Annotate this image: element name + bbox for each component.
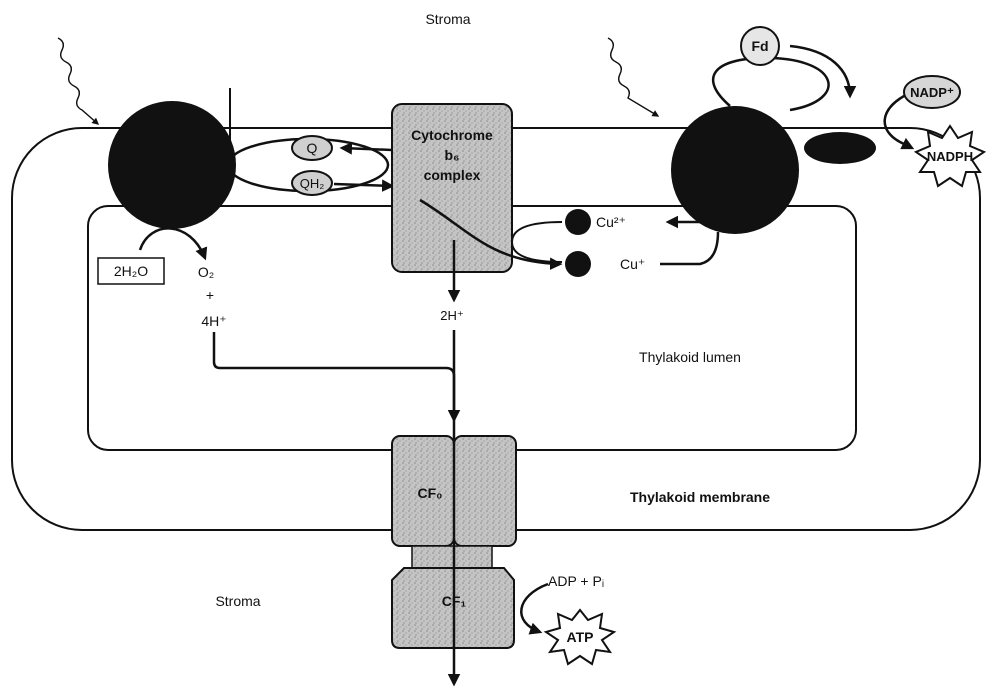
stroma-top-label: Stroma [425,11,470,27]
cytochrome-label-3: complex [424,167,481,183]
photosystem-ii [108,101,236,229]
cu-loop-left [512,222,562,262]
q-label: Q [307,140,318,156]
protons-ps2-path [214,332,454,420]
cu1-to-ps1-path [660,232,718,264]
oxygen-label: O₂ [198,264,214,280]
fd-loop [713,58,828,110]
water-split-arrow [140,228,205,258]
thylakoid-lumen-label: Thylakoid lumen [639,349,741,365]
photosystem-i [671,106,799,234]
qh2-label: QH₂ [300,176,325,191]
thylakoid-membrane-label: Thylakoid membrane [630,489,770,505]
atp-label: ATP [567,629,594,645]
protons-ps2-label: 4H⁺ [201,313,226,329]
nadp-to-nadph-arrow [885,96,912,148]
plastocyanin-oxidized [565,209,591,235]
cytochrome-label-2: b₆ [445,147,460,163]
fnr-enzyme [804,132,876,164]
adp-to-atp-arrow [521,584,548,632]
protons-cyt-label: 2H⁺ [440,308,463,323]
nadp-label: NADP⁺ [910,85,954,100]
cf0-label: CF₀ [418,485,443,501]
water-label: 2H₂O [114,263,148,279]
nadph-label: NADPH [927,149,973,164]
plus-label: + [206,287,214,303]
cf0-right [454,436,516,546]
fd-label: Fd [751,38,768,54]
q-to-cyt-arrow [342,148,392,150]
plastocyanin-reduced [565,251,591,277]
cytochrome-label-1: Cytochrome [411,127,493,143]
qh2-to-cyt-arrow [334,184,392,186]
light-wave-left-icon [58,38,98,124]
light-wave-right-icon [608,38,658,116]
stroma-bottom-label: Stroma [215,593,260,609]
atp-synthase-stalk [412,546,492,568]
adp-label: ADP + Pᵢ [548,573,604,589]
cu1-label: Cu⁺ [620,256,645,272]
cu2-label: Cu²⁺ [596,214,626,230]
